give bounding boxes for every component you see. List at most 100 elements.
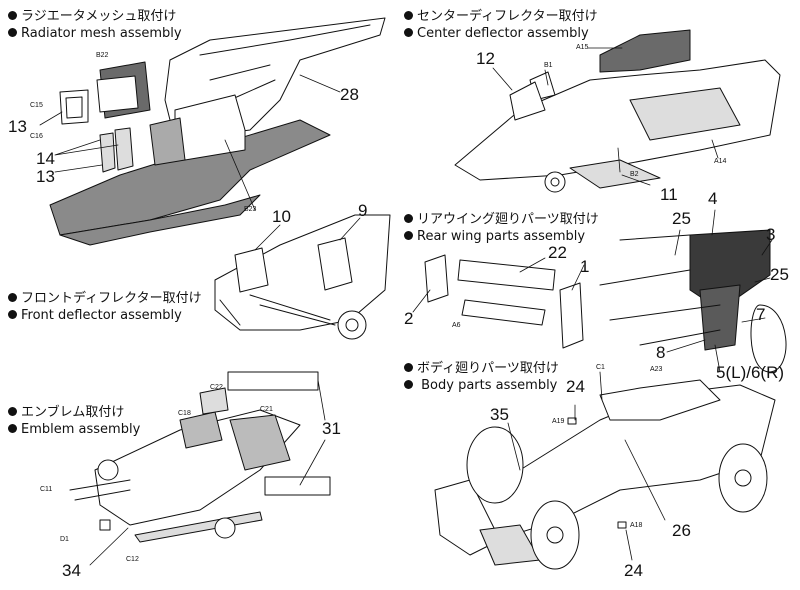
part-b23: B23 — [244, 206, 257, 213]
callout-11: 11 — [660, 185, 678, 204]
emblem-decal-upper — [227, 371, 319, 391]
part-a6: A6 — [452, 322, 461, 329]
rearwing-endplate-1 — [559, 282, 584, 349]
bullet-icon — [404, 214, 413, 223]
center-deflector-b2 — [569, 159, 661, 189]
callout-34: 34 — [62, 561, 81, 580]
part-a18: A18 — [630, 522, 643, 529]
body-leaders — [507, 371, 666, 561]
radiator-leaders — [39, 74, 341, 211]
part-c22: C22 — [210, 384, 223, 391]
callout-13-upper: 13 — [8, 117, 27, 136]
part-c12: C12 — [126, 556, 139, 563]
rearwing-title-en: Rear wing parts assembly — [417, 229, 586, 244]
emblem-drawing — [69, 371, 331, 566]
body-front-tyre — [466, 426, 524, 504]
callout-13-lower: 13 — [36, 167, 55, 186]
part-c21: C21 — [260, 406, 273, 413]
front-wheel-hub — [345, 318, 359, 332]
rearwing-title: リアウイング廻りパーツ取付け Rear wing parts assembly — [404, 211, 599, 245]
radiator-title: ラジエータメッシュ取付け Radiator mesh assembly — [8, 8, 182, 42]
emblem-leaders — [89, 379, 326, 566]
mesh-b22-face — [96, 75, 139, 113]
bullet-icon — [404, 11, 413, 20]
callout-35: 35 — [490, 405, 509, 424]
rearwing-element-upper — [457, 259, 556, 291]
emblem-title: エンブレム取付け Emblem assembly — [8, 404, 140, 438]
body-rear-tyre — [718, 443, 768, 513]
body-title-jp: ボディ廻りパーツ取付け — [417, 361, 559, 376]
emblem-title-en: Emblem assembly — [21, 422, 141, 437]
part-c11: C11 — [40, 486, 53, 493]
callout-24-upper: 24 — [566, 377, 585, 396]
callout-26: 26 — [672, 521, 691, 540]
front-suspension — [219, 294, 336, 326]
rearwing-drawing — [412, 209, 787, 373]
callout-24-lower: 24 — [624, 561, 643, 580]
front-leaders — [254, 217, 361, 251]
body-drawing — [434, 371, 776, 570]
radiator-drawing — [39, 17, 386, 246]
front-title-en: Front deflector assembly — [21, 308, 182, 323]
body-part-a19 — [567, 417, 577, 425]
center-wheel — [544, 171, 566, 193]
part-a15: A15 — [576, 44, 589, 51]
center-leaders — [492, 47, 719, 186]
bullet-icon — [404, 231, 413, 240]
body-engine-cover — [599, 379, 721, 421]
bullet-icon — [8, 28, 17, 37]
center-engine-cover — [599, 29, 691, 73]
callout-9: 9 — [358, 201, 368, 220]
callout-2: 2 — [404, 309, 414, 328]
body-title-en: Body parts assembly — [417, 378, 558, 393]
part-a23: A23 — [650, 366, 663, 373]
body-title: ボディ廻りパーツ取付け Body parts assembly — [404, 360, 559, 394]
rearwing-assembly-plate — [699, 284, 741, 351]
part-c15: C15 — [30, 102, 43, 109]
mesh-c16-right — [114, 127, 134, 171]
rearwing-leaders — [412, 209, 773, 373]
bullet-icon — [404, 363, 413, 372]
callout-7: 7 — [756, 305, 766, 324]
callout-1: 1 — [580, 257, 590, 276]
front-deflector-10 — [234, 247, 269, 293]
part-d1: D1 — [60, 536, 69, 543]
callout-25-left: 25 — [672, 209, 691, 228]
part-b2: B2 — [630, 171, 639, 178]
rearwing-element-lower — [461, 299, 546, 326]
emblem-part-c21 — [229, 414, 291, 471]
body-part-a18 — [617, 521, 627, 529]
callout-10: 10 — [272, 207, 291, 226]
emblem-decal-lower — [264, 476, 331, 496]
callout-3: 3 — [766, 225, 776, 244]
radiator-fuselage-top — [199, 24, 371, 101]
callout-4: 4 — [708, 189, 718, 208]
callout-5L-6R: 5(L)/6(R) — [716, 363, 785, 382]
front-drawing — [214, 214, 391, 340]
callout-28: 28 — [340, 85, 359, 104]
rearwing-body — [599, 234, 721, 346]
body-front-tyre-2 — [530, 500, 580, 570]
bullet-icon — [404, 28, 413, 37]
floor-plate-lower — [59, 194, 261, 246]
center-title-jp: センターディフレクター取付け — [417, 9, 598, 24]
part-c16: C16 — [30, 133, 43, 140]
callout-31: 31 — [322, 419, 341, 438]
center-drawing — [454, 29, 781, 193]
part-a19: A19 — [552, 418, 565, 425]
part-a14: A14 — [714, 158, 727, 165]
front-title-jp: フロントディフレクター取付け — [21, 291, 202, 306]
emblem-wheel-right — [214, 517, 236, 539]
rearwing-title-jp: リアウイング廻りパーツ取付け — [417, 212, 599, 227]
emblem-wheel-left — [97, 459, 119, 481]
callout-14: 14 — [36, 149, 55, 168]
front-wheel — [337, 310, 367, 340]
part-c1: C1 — [596, 364, 605, 371]
part-c18: C18 — [178, 410, 191, 417]
bullet-icon — [8, 424, 17, 433]
center-title-en: Center deflector assembly — [417, 26, 589, 41]
body-rear-hub — [734, 469, 752, 487]
center-front-wing — [509, 81, 546, 121]
center-title: センターディフレクター取付け Center deflector assembly — [404, 8, 598, 42]
front-deflector-9 — [317, 237, 353, 291]
